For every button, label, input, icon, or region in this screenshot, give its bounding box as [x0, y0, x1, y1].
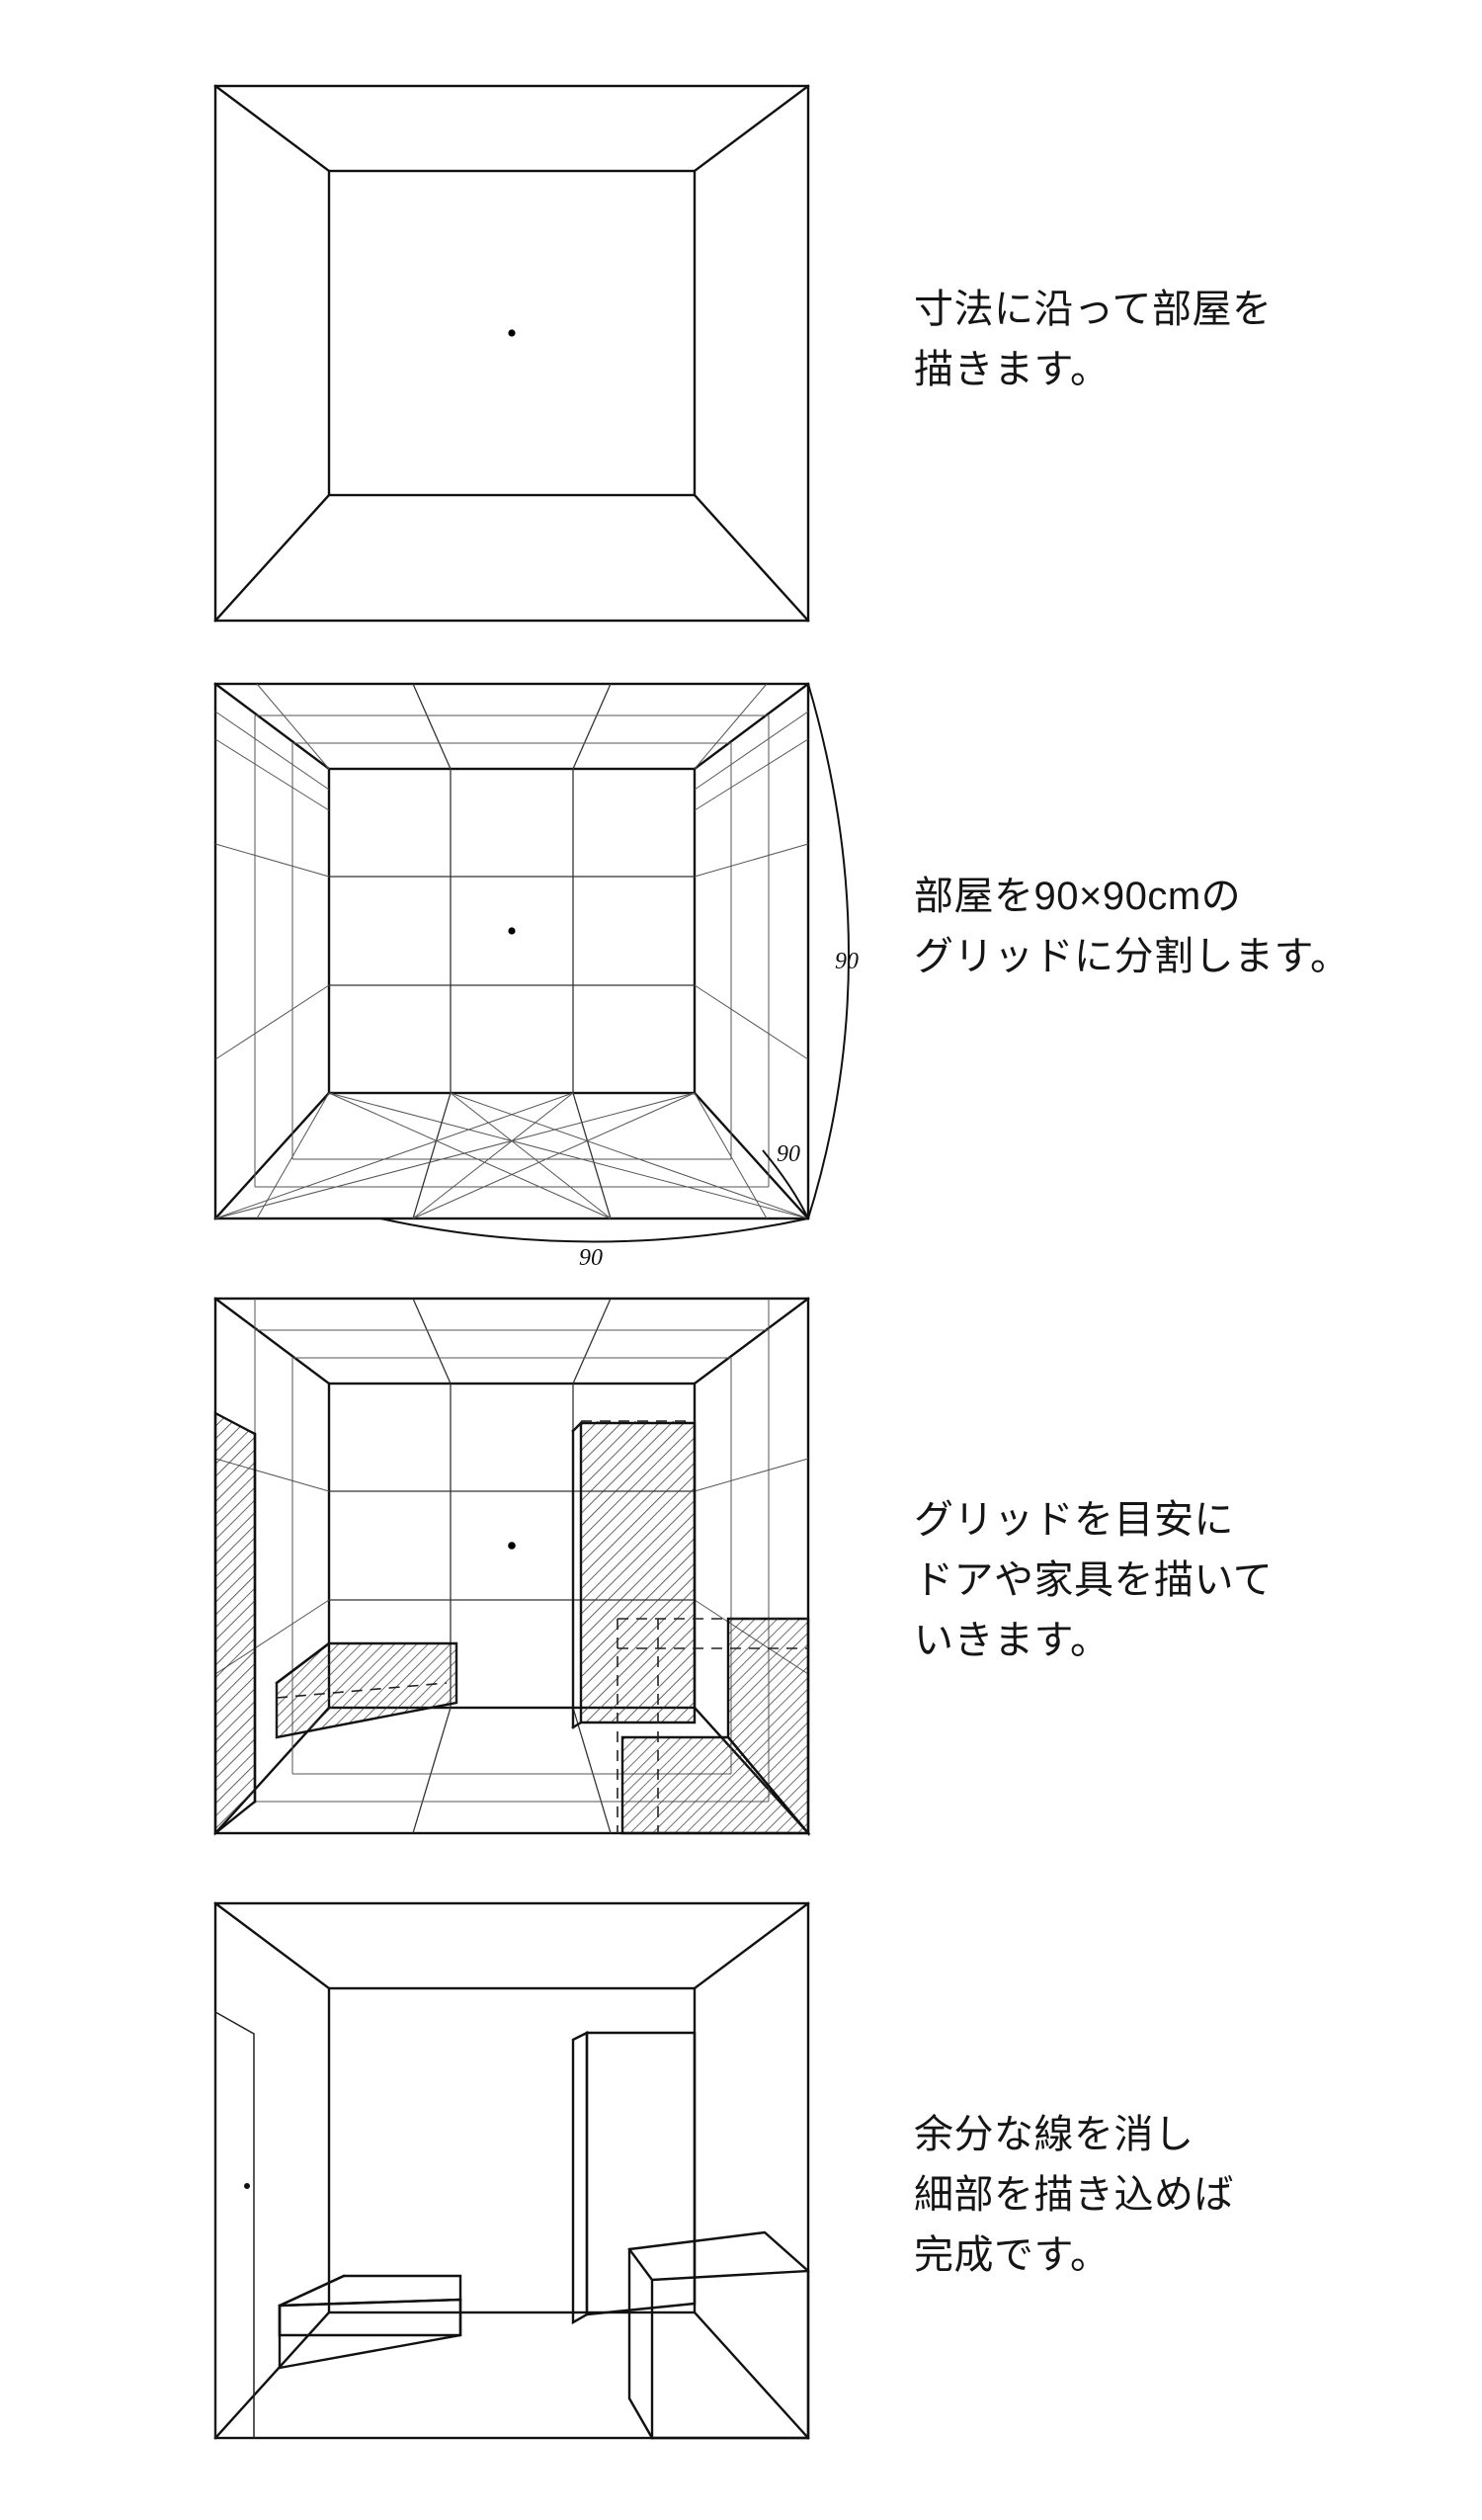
back-wall-rectangle: [327, 169, 697, 497]
corner-perspective-lines: [213, 1901, 810, 2440]
furnished-grid-room-diagram: [213, 1297, 811, 1837]
dimension-label-right-vertical: 90: [835, 949, 859, 974]
grid-room-diagram: 90 90 90: [213, 682, 859, 1271]
vanishing-point-dot: [508, 1542, 516, 1550]
tall-closet-partition: [571, 2031, 697, 2325]
hatched-left-door: [213, 1411, 257, 1836]
back-wall-grid: [329, 769, 695, 1093]
corner-perspective-lines: [213, 84, 810, 623]
door-knob: [244, 2183, 250, 2189]
dimension-arcs: [379, 683, 850, 1243]
step-4-caption: 余分な線を消し 細部を描き込めば 完成です。: [914, 2113, 1234, 2277]
step-3-caption: グリッドを目安に ドアや家具を描いて いきます。: [914, 1498, 1274, 1662]
vanishing-point-dot: [508, 329, 516, 337]
cabinet-box: [627, 2230, 810, 2440]
outer-room-box: [213, 1901, 810, 2440]
floor-grid-lines: [256, 1092, 768, 1219]
step-2-caption: 部屋を90×90cmの グリッドに分割します。: [914, 875, 1351, 978]
right-wall-grid: [694, 715, 809, 1187]
hatched-back-closet: [571, 1420, 697, 1729]
empty-room-diagram: [213, 84, 810, 623]
left-wall-grid: [214, 715, 330, 1187]
bed-box: [278, 2274, 462, 2370]
finished-room-diagram: [213, 1901, 810, 2440]
ceiling-grid-lines: [214, 683, 809, 811]
left-door: [213, 2010, 255, 2439]
step-4-illustration: [198, 1895, 830, 2469]
arc-right-depth: [762, 1149, 809, 1219]
step-2-illustration: 90 90 90: [198, 672, 889, 1285]
floor-diagonal-measuring-lines: [214, 1092, 809, 1219]
ceiling-ring-lines: [255, 714, 769, 744]
step-3-illustration: [198, 1293, 830, 1866]
arc-bottom-horizontal: [379, 1218, 809, 1243]
hatched-bed: [275, 1641, 458, 1739]
outer-room-box: [213, 682, 810, 1220]
vanishing-point-dot: [508, 927, 516, 935]
floor-ring-lines: [255, 1158, 769, 1188]
ceiling-grid-lines: [254, 1298, 770, 1385]
arc-right-vertical: [807, 683, 850, 1219]
outer-room-box: [213, 84, 810, 623]
step-1-caption: 寸法に沿って部屋を 描きます。: [914, 288, 1273, 391]
dimension-label-bottom-horizontal: 90: [579, 1245, 603, 1271]
dimension-label-right-depth: 90: [777, 1141, 800, 1167]
back-wall-rectangle: [327, 767, 697, 1095]
hatched-cabinet: [617, 1617, 811, 1837]
corner-perspective-lines: [213, 682, 810, 1220]
step-1-illustration: [198, 69, 830, 642]
